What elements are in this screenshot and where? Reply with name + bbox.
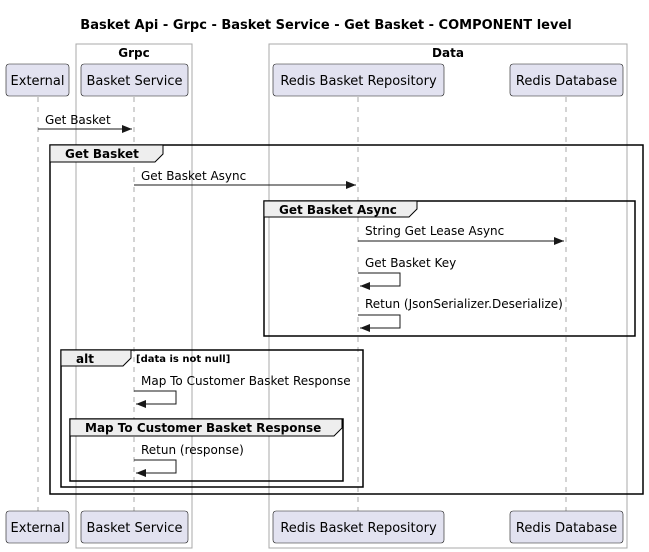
participant-basket-service-bottom: Basket Service xyxy=(80,510,189,544)
fragment-label: Get Basket Async xyxy=(279,203,397,217)
fragment-alt: alt [data is not null] xyxy=(60,349,364,488)
participant-redis-database-bottom: Redis Database xyxy=(509,510,624,544)
participant-label: External xyxy=(11,74,65,89)
participant-label: Redis Database xyxy=(516,74,617,89)
message-get-basket: Get Basket xyxy=(38,113,132,133)
message-get-basket-key: Get Basket Key xyxy=(358,256,456,290)
participant-external-bottom: External xyxy=(5,510,70,544)
fragment-guard: [data is not null] xyxy=(136,354,230,365)
fragment-get-basket-async: Get Basket Async xyxy=(263,200,636,337)
message-label: Retun (response) xyxy=(141,443,244,457)
box-grpc-title: Grpc xyxy=(118,46,149,60)
message-label: String Get Lease Async xyxy=(365,224,504,238)
participant-label: Redis Basket Repository xyxy=(280,521,437,536)
box-data: Data xyxy=(268,43,628,549)
participant-external-top: External xyxy=(5,63,70,97)
message-string-get-lease-async: String Get Lease Async xyxy=(358,224,564,245)
participant-redis-basket-repository-bottom: Redis Basket Repository xyxy=(272,510,445,544)
message-get-basket-async: Get Basket Async xyxy=(134,169,356,189)
participant-basket-service-top: Basket Service xyxy=(80,63,189,97)
box-data-title: Data xyxy=(432,46,464,60)
message-label: Map To Customer Basket Response xyxy=(141,374,351,388)
message-retun-response: Retun (response) xyxy=(134,443,244,477)
message-label: Get Basket Key xyxy=(365,256,456,270)
message-label: Get Basket xyxy=(45,113,111,127)
participant-redis-database-top: Redis Database xyxy=(509,63,624,97)
fragment-get-basket: Get Basket xyxy=(49,144,644,495)
participant-label: Basket Service xyxy=(87,521,183,536)
participant-label: Redis Basket Repository xyxy=(280,74,437,89)
participant-label: Basket Service xyxy=(87,74,183,89)
message-retun-deserialize: Retun (JsonSerializer.Deserialize) xyxy=(358,297,563,332)
fragment-label: Get Basket xyxy=(65,147,139,161)
fragment-map-to-customer-basket-response: Map To Customer Basket Response xyxy=(69,418,344,482)
participant-label: Redis Database xyxy=(516,521,617,536)
participant-label: External xyxy=(11,521,65,536)
fragment-label: Map To Customer Basket Response xyxy=(85,421,321,435)
message-label: Retun (JsonSerializer.Deserialize) xyxy=(365,297,563,311)
participant-redis-basket-repository-top: Redis Basket Repository xyxy=(272,63,445,97)
message-label: Get Basket Async xyxy=(141,169,246,183)
box-grpc: Grpc xyxy=(75,43,193,549)
message-map-to-customer-basket-response: Map To Customer Basket Response xyxy=(134,374,351,408)
diagram-title: Basket Api - Grpc - Basket Service - Get… xyxy=(80,18,571,33)
fragment-label: alt xyxy=(76,352,94,366)
